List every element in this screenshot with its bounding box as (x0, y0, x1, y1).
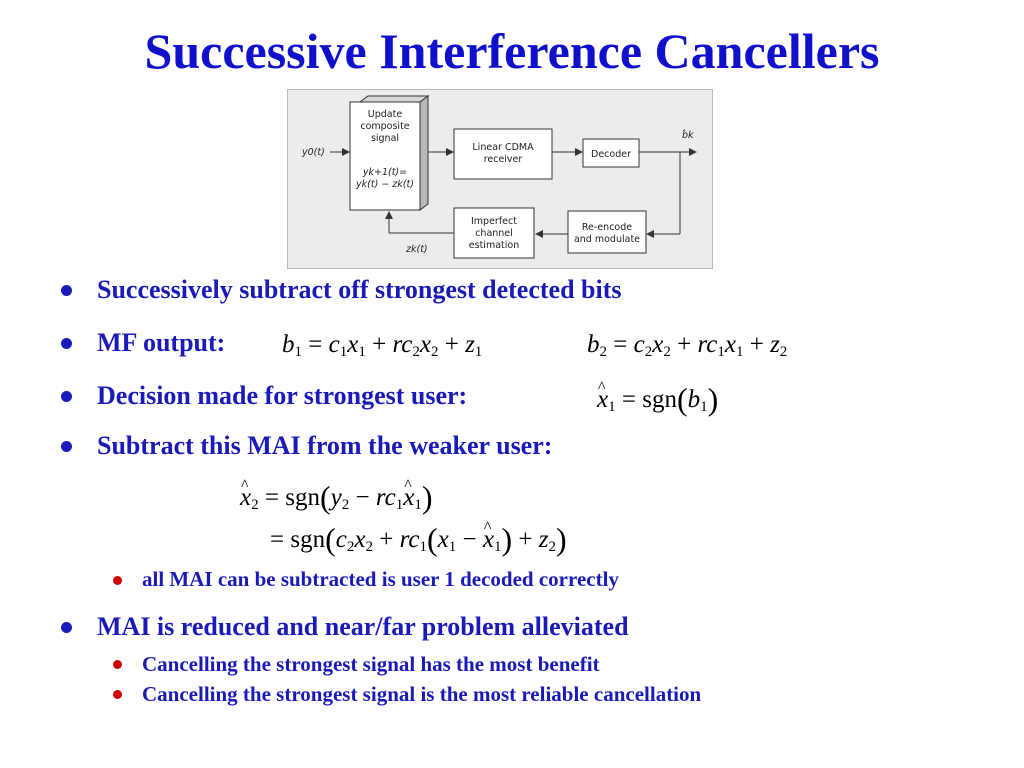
mf-output-eq-2: b2 = c2x2 + rc1x1 + z2 (587, 331, 788, 360)
feedback-label: zk(t) (405, 244, 428, 255)
reencode-line-2: and modulate (574, 234, 640, 245)
update-box-line-2: composite (360, 121, 409, 132)
bullet-4: Subtract this MAI from the weaker user: (97, 431, 553, 460)
linear-box-line-2: receiver (484, 154, 523, 165)
channel-line-1: Imperfect (471, 216, 517, 227)
sub-bullet-dot (113, 690, 122, 699)
bullet-dot (61, 441, 72, 452)
reencode-line-1: Re-encode (582, 222, 632, 233)
linear-cdma-receiver-box: Linear CDMA receiver (453, 128, 553, 180)
output-label: b̂k (682, 129, 694, 141)
bullet-dot (61, 622, 72, 633)
bullet-1: Successively subtract off strongest dete… (97, 275, 622, 304)
channel-line-2: channel (475, 228, 513, 239)
bullet-4-sub-1: all MAI can be subtracted is user 1 deco… (142, 567, 619, 591)
update-box-line-3: signal (371, 133, 399, 144)
bullet-3: Decision made for strongest user: (97, 381, 468, 410)
channel-estimation-box: Imperfect channel estimation (453, 207, 535, 259)
decoder-label: Decoder (591, 149, 631, 160)
decoder-box: Decoder (582, 138, 640, 168)
slide-title: Successive Interference Cancellers (144, 23, 880, 79)
mf-output-eq-1: b1 = c1x1 + rc2x2 + z1 (282, 331, 483, 360)
sic-block-diagram: Update composite signal yk+1(t)= yk(t) −… (287, 89, 713, 269)
sub-bullet-dot (113, 576, 122, 585)
update-eq-line-1: yk+1(t)= (362, 167, 407, 178)
reencode-modulate-box: Re-encode and modulate (567, 210, 647, 254)
bullet-dot (61, 391, 72, 402)
bullet-dot (61, 338, 72, 349)
channel-line-3: estimation (469, 240, 519, 251)
sub-bullet-dot (113, 660, 122, 669)
decision-eq: x1 = sgn(b1) (597, 373, 718, 422)
update-composite-signal-box: Update composite signal yk+1(t)= yk(t) −… (349, 95, 430, 211)
bullet-5: MAI is reduced and near/far problem alle… (97, 612, 629, 641)
update-box-line-1: Update (368, 109, 403, 120)
bullet-dot (61, 285, 72, 296)
subtract-eq-line-2: = sgn(c2x2 + rc1(x1 − x1) + z2) (270, 513, 567, 562)
subtract-eq-line-1: x2 = sgn(y2 − rc1x1) (240, 471, 432, 520)
bullet-5-sub-1: Cancelling the strongest signal has the … (142, 652, 600, 676)
linear-box-line-1: Linear CDMA (472, 142, 534, 153)
update-eq-line-2: yk(t) − zk(t) (355, 179, 414, 190)
input-label: y0(t) (301, 147, 325, 158)
bullet-5-sub-2: Cancelling the strongest signal is the m… (142, 682, 702, 706)
bullet-2: MF output: (97, 328, 226, 357)
